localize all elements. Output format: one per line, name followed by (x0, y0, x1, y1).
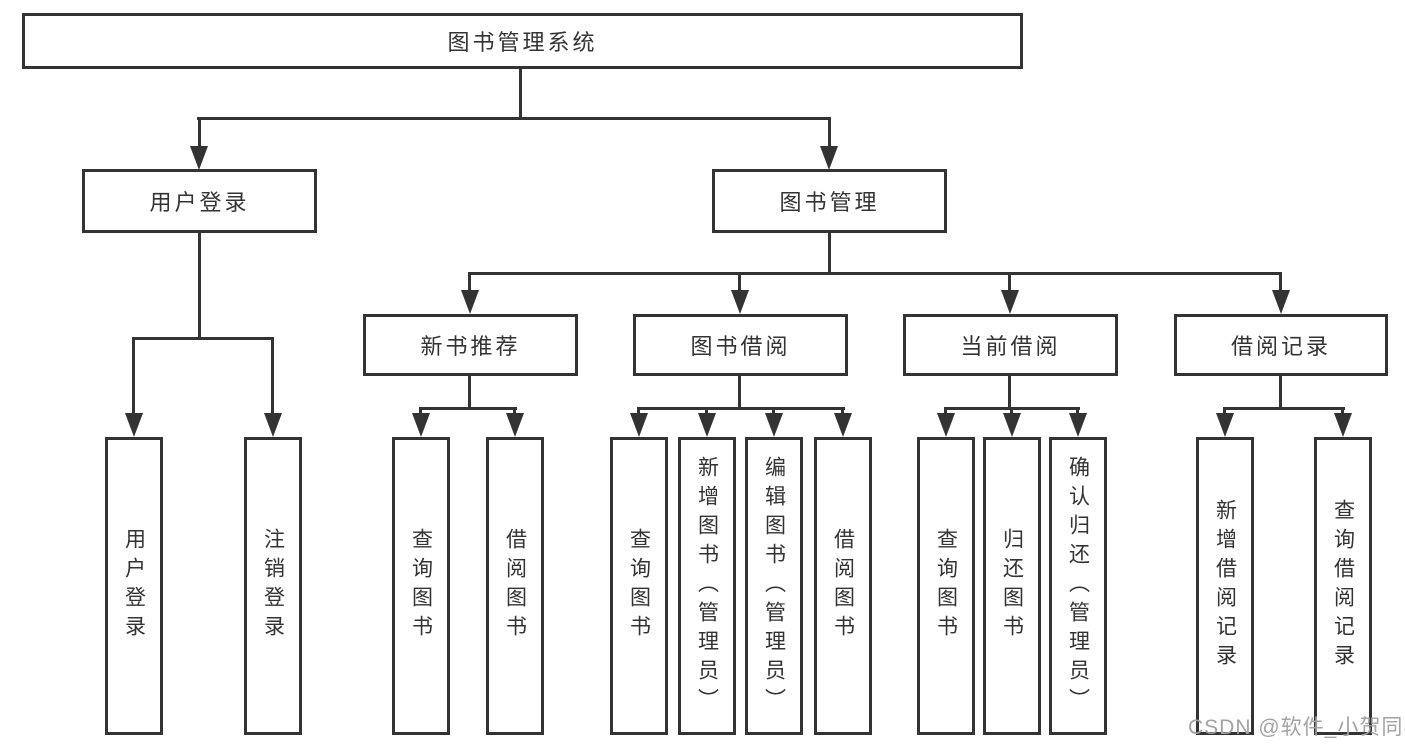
arrowhead-down-icon (1069, 413, 1087, 437)
node-label: 借阅记录 (1230, 334, 1331, 359)
connector-current-borrowing-stem (1008, 376, 1011, 410)
arrowhead-down-icon (264, 413, 282, 437)
connector-leaf-drop (944, 407, 947, 416)
arrowhead-down-icon (1003, 413, 1021, 437)
connector-new-book-stem (468, 376, 471, 410)
leaf-label: 查询图书 (934, 528, 958, 644)
node-label: 新书推荐 (420, 334, 521, 359)
arrowhead-down-icon (698, 413, 716, 437)
arrowhead-down-icon (765, 413, 783, 437)
connector-book-borrowing-rail (637, 407, 845, 410)
leaf-label: 注销登录 (261, 528, 285, 644)
leaf-label: 查询借阅记录 (1331, 499, 1355, 673)
leaf-label: 新增借阅记录 (1213, 499, 1237, 673)
connector-leaf-drop (637, 407, 640, 416)
leaf-query-books-recommend: 查询图书 (392, 437, 450, 735)
leaf-borrow-books-borrowing: 借阅图书 (814, 437, 872, 735)
csdn-watermark: CSDN @软件_小贺同学 (1188, 716, 1405, 739)
leaf-label: 新增图书（管理员） (695, 455, 719, 717)
leaf-query-books-current: 查询图书 (917, 437, 975, 735)
connector-book-management-drop (828, 117, 831, 149)
connector-leaf-drop (841, 407, 844, 416)
connector-leaf-drop (705, 407, 708, 416)
arrowhead-down-icon (834, 413, 852, 437)
leaf-label: 借阅图书 (503, 528, 527, 644)
leaf-return-books: 归还图书 (983, 437, 1041, 735)
connector-leaf-drop (271, 337, 274, 415)
connector-book-borrowing-stem (738, 376, 741, 410)
connector-user-login-drop (198, 117, 201, 149)
arrowhead-down-icon (1334, 413, 1352, 437)
node-new-book-recommend: 新书推荐 (363, 314, 578, 376)
leaf-query-borrow-record: 查询借阅记录 (1314, 437, 1372, 735)
node-label: 图书管理 (779, 190, 880, 215)
arrowhead-down-icon (731, 290, 749, 314)
node-borrowing-records: 借阅记录 (1174, 314, 1388, 376)
leaf-confirm-return-admin: 确认归还（管理员） (1049, 437, 1107, 735)
connector-level3-drop (1008, 272, 1011, 294)
connector-leaf-drop (1223, 407, 1226, 416)
connector-book-management-stem (828, 233, 831, 275)
connector-level3-drop (1279, 272, 1282, 294)
arrowhead-down-icon (1272, 290, 1290, 314)
leaf-label: 确认归还（管理员） (1066, 455, 1090, 717)
connector-borrowing-records-stem (1279, 376, 1282, 410)
connector-user-login-stem (198, 233, 201, 337)
connector-leaf-drop (1076, 407, 1079, 416)
arrowhead-down-icon (1216, 413, 1234, 437)
arrowhead-down-icon (461, 290, 479, 314)
arrowhead-down-icon (1001, 290, 1019, 314)
leaf-add-books-admin: 新增图书（管理员） (678, 437, 736, 735)
leaf-label: 查询图书 (627, 528, 651, 644)
connector-level2-rail (197, 117, 831, 120)
connector-leaf-drop (772, 407, 775, 416)
leaf-logout: 注销登录 (244, 437, 302, 735)
leaf-edit-books-admin: 编辑图书（管理员） (745, 437, 803, 735)
leaf-label: 借阅图书 (831, 528, 855, 644)
arrowhead-down-icon (630, 413, 648, 437)
node-label: 用户登录 (149, 190, 250, 215)
leaf-add-borrow-record: 新增借阅记录 (1196, 437, 1254, 735)
connector-leaf-drop (1341, 407, 1344, 416)
node-book-management: 图书管理 (712, 169, 947, 233)
node-current-borrowing: 当前借阅 (903, 314, 1118, 376)
arrowhead-down-icon (506, 413, 524, 437)
arrowhead-down-icon (820, 146, 838, 170)
connector-borrowing-records-rail (1223, 407, 1345, 410)
leaf-borrow-books-recommend: 借阅图书 (486, 437, 544, 735)
node-user-login: 用户登录 (82, 169, 317, 233)
arrowhead-down-icon (190, 146, 208, 170)
connector-leaf-drop (419, 407, 422, 416)
node-label: 当前借阅 (960, 334, 1061, 359)
connector-level3-drop (468, 272, 471, 294)
leaf-label: 查询图书 (409, 528, 433, 644)
arrowhead-down-icon (125, 413, 143, 437)
arrowhead-down-icon (937, 413, 955, 437)
connector-new-book-rail (419, 407, 517, 410)
connector-leaf-drop (513, 407, 516, 416)
arrowhead-down-icon (412, 413, 430, 437)
node-book-borrowing: 图书借阅 (633, 314, 848, 376)
connector-leaf-drop (1010, 407, 1013, 416)
connector-user-login-rail (132, 337, 274, 340)
connector-leaf-drop (132, 337, 135, 415)
node-label: 图书管理系统 (447, 30, 598, 55)
node-library-management-system: 图书管理系统 (22, 13, 1023, 69)
leaf-query-books-borrowing: 查询图书 (610, 437, 668, 735)
node-label: 图书借阅 (690, 334, 791, 359)
leaf-label: 归还图书 (1000, 528, 1024, 644)
leaf-label: 编辑图书（管理员） (762, 455, 786, 717)
leaf-label: 用户登录 (122, 528, 146, 644)
connector-root-stem (519, 69, 522, 117)
leaf-user-login: 用户登录 (105, 437, 163, 735)
connector-level3-rail (468, 272, 1282, 275)
connector-level3-drop (738, 272, 741, 294)
